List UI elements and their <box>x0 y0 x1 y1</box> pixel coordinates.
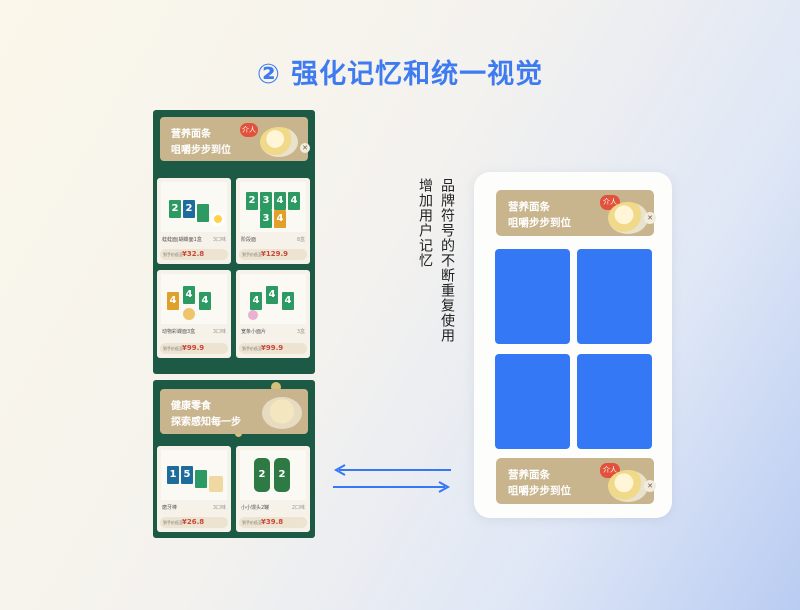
price-bar: 到手价低至 ¥129.9 <box>239 249 307 260</box>
chopsticks-icon: ✕ <box>644 480 656 492</box>
banner-title: 健康零食 <box>171 401 211 412</box>
product-name: 阶段面 <box>241 237 257 243</box>
product-count: 3盒 <box>296 329 305 335</box>
banner-top[interactable]: 营养面条 咀嚼步步到位 介人 ✕ <box>496 190 656 236</box>
product-count: 8盒 <box>296 237 305 243</box>
price-bar: 到手价低至 ¥39.8 <box>239 517 307 528</box>
price-label: 到手价低至 <box>163 520 183 525</box>
placeholder-block <box>495 249 570 344</box>
banner-title: 营养面条 <box>171 129 211 140</box>
product-card[interactable]: 4 4 4 宽条小面片 3盒 到手价低至 ¥99.9 <box>236 270 310 358</box>
layout-mockup: 营养面条 咀嚼步步到位 介人 ✕ 营养面条 咀嚼步步到位 介人 ✕ <box>474 172 672 518</box>
banner-bottom[interactable]: 营养面条 咀嚼步步到位 介人 ✕ <box>496 458 656 504</box>
banner-title: 营养面条 <box>508 201 550 213</box>
annotation-line2: 增加用户记忆 <box>417 178 433 268</box>
chopsticks-icon: ✕ <box>644 212 656 224</box>
product-image: 2 2 <box>161 182 227 232</box>
noodle-banner[interactable]: 营养面条 咀嚼步步到位 介人 ✕ <box>160 117 310 161</box>
price-label: 到手价低至 <box>242 520 262 525</box>
product-image: 2 2 <box>240 450 306 500</box>
product-image: 4 4 4 <box>161 274 227 324</box>
noodle-bowl-icon <box>260 127 298 157</box>
product-price: ¥39.8 <box>261 518 284 526</box>
product-price: ¥99.9 <box>261 344 284 352</box>
noodle-bowl-icon <box>608 470 648 502</box>
product-card[interactable]: 2 3 4 4 3 4 阶段面 8盒 到手价低至 ¥129.9 <box>236 178 310 264</box>
product-name: 蛙蛙面|蝴蝶面1盒 <box>162 237 202 243</box>
chopsticks-icon: ✕ <box>300 143 310 153</box>
price-bar: 到手价低至 ¥99.9 <box>160 343 228 354</box>
brand-seal-icon: 介人 <box>240 123 258 137</box>
product-card[interactable]: 4 4 4 动物彩蝶面3盒 3口味 到手价低至 ¥99.9 <box>157 270 231 358</box>
product-count: 2口味 <box>291 505 305 511</box>
product-price: ¥99.9 <box>182 344 205 352</box>
annotation-line1: 品牌符号的不断重复使用 <box>439 178 455 343</box>
product-name: 磨牙棒 <box>162 505 178 511</box>
placeholder-block <box>577 249 652 344</box>
price-bar: 到手价低至 ¥32.8 <box>160 249 228 260</box>
product-image: 1 5 <box>161 450 227 500</box>
product-name: 动物彩蝶面3盒 <box>162 329 196 335</box>
product-name: 小小馒头2罐 <box>241 505 270 511</box>
price-label: 到手价低至 <box>163 346 183 351</box>
banner-subtitle: 咀嚼步步到位 <box>508 485 571 497</box>
price-label: 到手价低至 <box>163 252 183 257</box>
page-title: ② 强化记忆和统一视觉 <box>256 59 544 90</box>
banner-subtitle: 咀嚼步步到位 <box>508 217 571 229</box>
placeholder-block <box>577 354 652 449</box>
snack-bowl-icon <box>262 397 302 429</box>
product-card[interactable]: 2 2 小小馒头2罐 2口味 到手价低至 ¥39.8 <box>236 446 310 532</box>
noodle-bowl-icon <box>608 202 648 234</box>
price-bar: 到手价低至 ¥26.8 <box>160 517 228 528</box>
product-image: 2 3 4 4 3 4 <box>240 182 306 232</box>
product-name: 宽条小面片 <box>241 329 267 335</box>
banner-subtitle: 探索感知每一步 <box>171 417 241 428</box>
product-count: 3口味 <box>212 237 226 243</box>
price-label: 到手价低至 <box>242 252 262 257</box>
product-price: ¥32.8 <box>182 250 205 258</box>
product-count: 3口味 <box>212 505 226 511</box>
product-price: ¥26.8 <box>182 518 205 526</box>
snack-product-panel: 健康零食 探索感知每一步 1 5 磨牙棒 3口味 到手价低至 ¥26.8 2 2… <box>153 380 315 538</box>
noodle-product-panel: 营养面条 咀嚼步步到位 介人 ✕ 2 2 蛙蛙面|蝴蝶面1盒 3口味 到手价低至… <box>153 110 315 374</box>
banner-title: 营养面条 <box>508 469 550 481</box>
snack-banner[interactable]: 健康零食 探索感知每一步 <box>160 389 308 434</box>
product-price: ¥129.9 <box>261 250 289 258</box>
product-card[interactable]: 1 5 磨牙棒 3口味 到手价低至 ¥26.8 <box>157 446 231 532</box>
arrow-left-icon <box>333 464 451 476</box>
product-card[interactable]: 2 2 蛙蛙面|蝴蝶面1盒 3口味 到手价低至 ¥32.8 <box>157 178 231 264</box>
price-label: 到手价低至 <box>242 346 262 351</box>
product-count: 3口味 <box>212 329 226 335</box>
placeholder-block <box>495 354 570 449</box>
price-bar: 到手价低至 ¥99.9 <box>239 343 307 354</box>
arrow-right-icon <box>333 481 451 493</box>
decor-dot-icon <box>271 382 281 392</box>
product-image: 4 4 4 <box>240 274 306 324</box>
banner-subtitle: 咀嚼步步到位 <box>171 145 231 156</box>
